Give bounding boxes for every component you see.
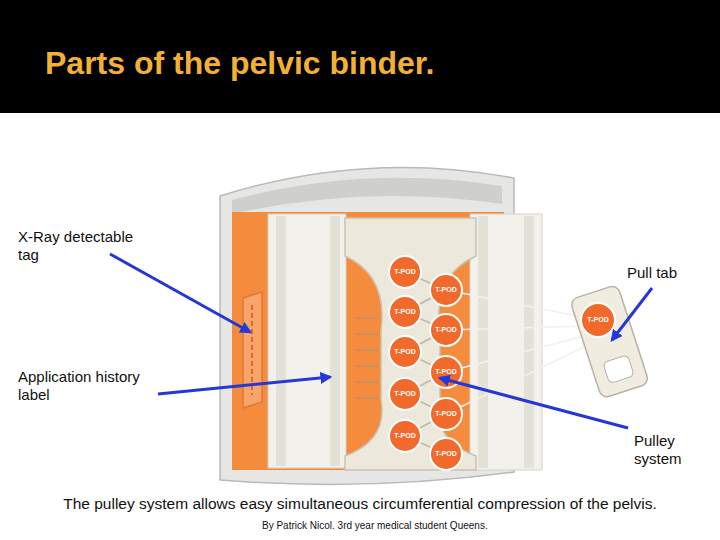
pulley-disc	[430, 438, 462, 470]
device-print: T-POD	[430, 449, 462, 459]
pulley-disc	[430, 314, 462, 346]
device-print: T-POD	[430, 367, 462, 377]
pulley-cord	[446, 290, 588, 318]
slide-title: Parts of the pelvic binder.	[45, 44, 434, 82]
pulley-disc	[389, 256, 421, 288]
belt-mesh-rim	[232, 178, 502, 214]
pulley-disc	[389, 296, 421, 328]
velcro-strip	[478, 216, 488, 468]
device-print: T-POD	[582, 315, 614, 325]
pulley-discs	[389, 256, 462, 470]
device-print: T-POD	[430, 325, 462, 335]
pulley-disc	[389, 378, 421, 410]
caption: The pulley system allows easy simultaneo…	[10, 494, 710, 513]
right-strap	[470, 214, 542, 470]
pulley-cords	[405, 272, 594, 454]
device-print: T-POD	[389, 307, 421, 317]
part-label: Pull tab	[627, 264, 712, 282]
history-line	[356, 382, 378, 383]
leader-arrow	[158, 377, 330, 394]
leader-arrows	[110, 254, 652, 428]
pulley-disc	[430, 274, 462, 306]
xray-tag-print	[251, 305, 253, 395]
device-print: T-POD	[389, 431, 421, 441]
velcro-strip	[330, 216, 340, 466]
part-label: X-Ray detectable tag	[18, 228, 143, 264]
device-print: T-POD	[430, 409, 462, 419]
pull-tab-hole	[603, 355, 635, 384]
pulley-plate	[345, 218, 476, 470]
author-credit: By Patrick Nicol. 3rd year medical stude…	[262, 520, 488, 532]
pull-tab-disc	[581, 303, 615, 337]
leader-arrow	[110, 254, 250, 332]
xray-tag	[243, 292, 262, 408]
pulley-cord	[446, 342, 594, 414]
velcro-strip	[524, 216, 534, 468]
device-print: T-POD	[389, 347, 421, 357]
device-print: T-POD	[389, 389, 421, 399]
pull-tab	[570, 284, 650, 398]
history-line	[356, 366, 378, 367]
device-print: T-POD	[430, 285, 462, 295]
left-strap	[268, 214, 346, 468]
part-label: Pulley system	[634, 432, 718, 468]
part-label: Application history label	[18, 368, 168, 404]
leader-arrow	[440, 378, 628, 428]
history-line	[356, 398, 378, 399]
title-bar	[0, 0, 720, 113]
pulley-cord	[446, 326, 590, 330]
device-print: T-POD	[389, 267, 421, 277]
pulley-disc	[430, 398, 462, 430]
leader-arrow	[612, 288, 652, 340]
velcro-strip	[276, 216, 286, 466]
pull-tab-body	[570, 284, 650, 398]
history-line	[356, 318, 378, 319]
history-line	[356, 350, 378, 351]
history-line	[356, 334, 378, 335]
pulley-disc	[389, 336, 421, 368]
history-label-lines	[356, 318, 378, 398]
pulley-disc	[389, 420, 421, 452]
belt-orange-panel	[232, 212, 504, 470]
